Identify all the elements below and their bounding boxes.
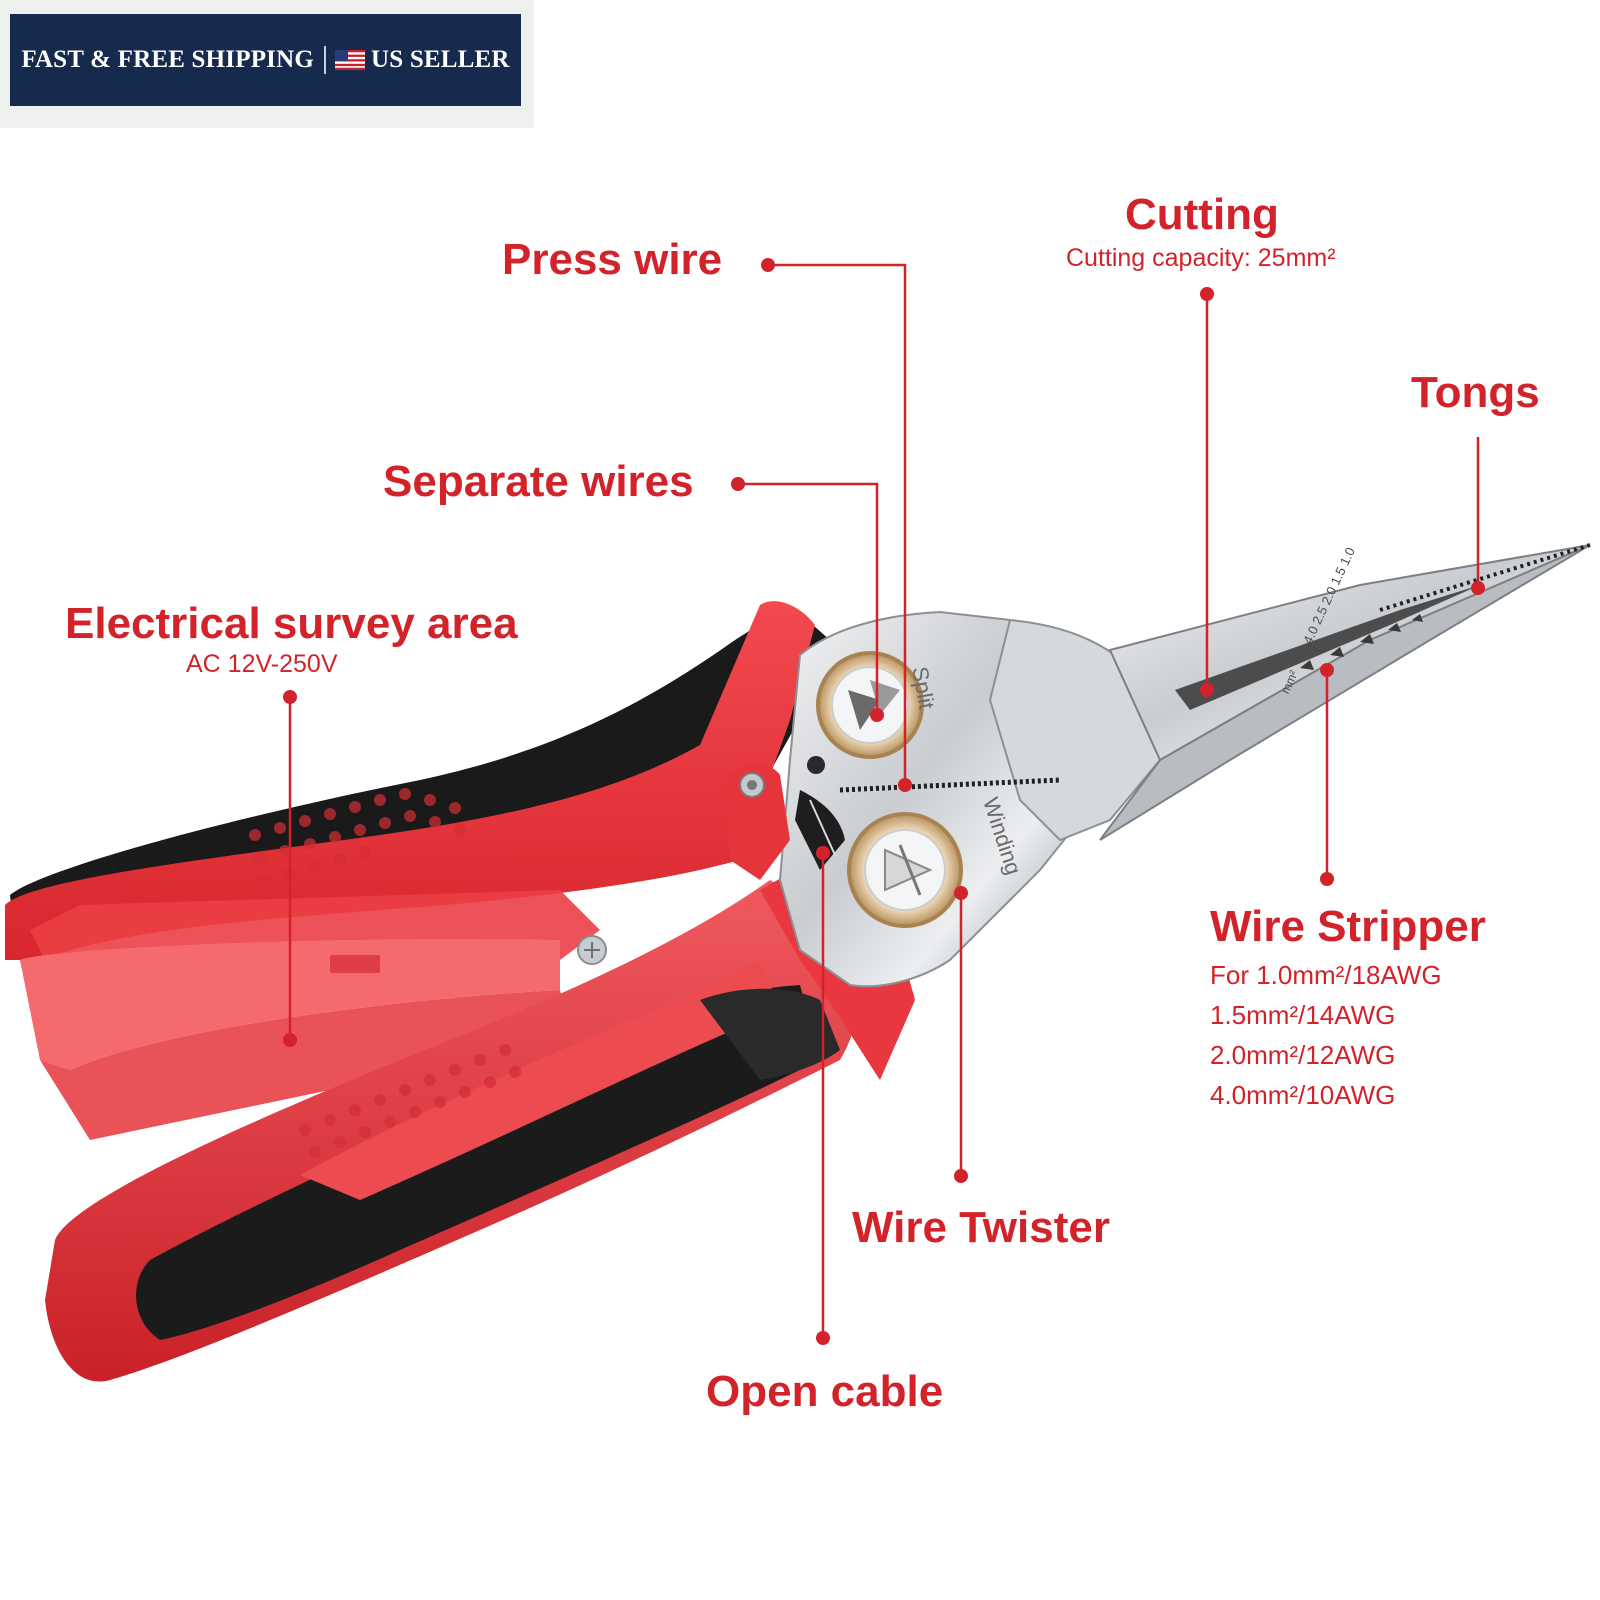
dot-twister-end	[954, 1169, 968, 1183]
split-marking: Split	[907, 664, 940, 712]
dot-separate-start	[731, 477, 745, 491]
wire-stripper-spec-1: For 1.0mm²/18AWG	[1210, 960, 1442, 990]
dot-press-wire-end	[898, 778, 912, 792]
cutting-label: Cutting	[1125, 190, 1279, 239]
callout-dots	[283, 258, 1485, 1345]
electrical-survey-label: Electrical survey area	[65, 599, 518, 648]
dot-cutting-end	[1200, 683, 1214, 697]
shipping-text: FAST & FREE SHIPPING	[21, 46, 315, 73]
dot-separate-end	[870, 708, 884, 722]
dot-open-start	[816, 846, 830, 860]
us-flag-icon	[335, 50, 366, 70]
dot-stripper-end	[1320, 872, 1334, 886]
cutting-capacity-text: Cutting capacity: 25mm²	[1066, 244, 1336, 272]
dot-survey-end	[283, 1033, 297, 1047]
wire-twister-label: Wire Twister	[852, 1203, 1110, 1252]
dot-press-wire-start	[761, 258, 775, 272]
open-cable-label: Open cable	[706, 1367, 944, 1416]
dot-twister-start	[954, 886, 968, 900]
press-wire-label: Press wire	[502, 235, 723, 284]
shipping-banner-bar: FAST & FREE SHIPPING US SELLER	[10, 14, 521, 106]
seller-text: US SELLER	[371, 46, 510, 73]
wire-stripper-spec-4: 4.0mm²/10AWG	[1210, 1080, 1396, 1110]
tongs-label: Tongs	[1411, 368, 1540, 417]
pliers-head	[725, 543, 1591, 988]
wire-stripper-spec-3: 2.0mm²/12AWG	[1210, 1040, 1396, 1070]
banner-divider	[324, 46, 327, 74]
dot-open-end	[816, 1331, 830, 1345]
dot-tongs-end	[1471, 581, 1485, 595]
dot-cutting-start	[1200, 287, 1214, 301]
callout-lines	[288, 263, 1480, 1338]
separate-wires-label: Separate wires	[383, 457, 694, 506]
upper-handle	[5, 601, 830, 1140]
lower-handle	[45, 880, 859, 1382]
dot-survey-start	[283, 690, 297, 704]
shipping-banner: FAST & FREE SHIPPING US SELLER	[0, 0, 534, 128]
dot-stripper-start	[1320, 663, 1334, 677]
wire-stripper-spec-2: 1.5mm²/14AWG	[1210, 1000, 1396, 1030]
wire-stripper-label: Wire Stripper	[1210, 902, 1486, 951]
electrical-voltage-text: AC 12V-250V	[186, 650, 338, 678]
